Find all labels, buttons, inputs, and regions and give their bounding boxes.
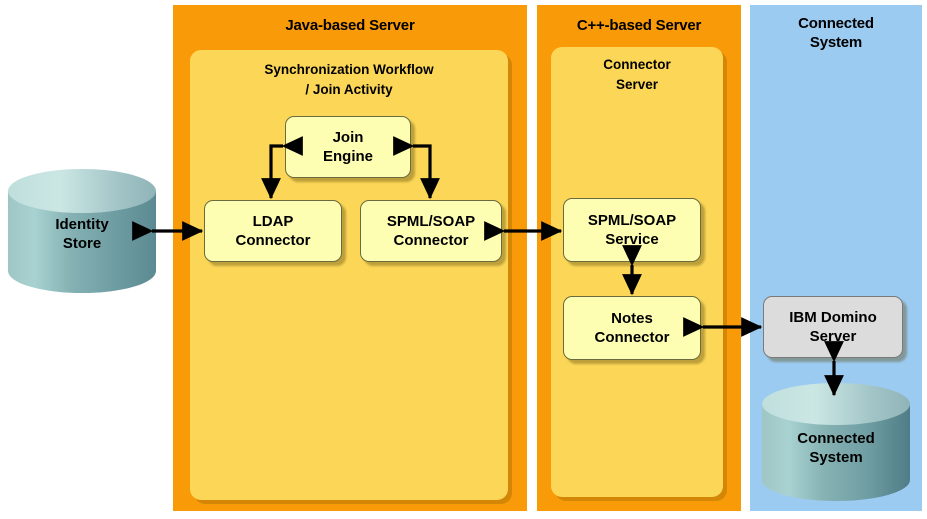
node-notes-connector-line2: Connector: [594, 329, 670, 346]
node-join-engine[interactable]: Join Engine: [285, 116, 411, 178]
node-spml-soap-connector[interactable]: SPML/SOAP Connector: [360, 200, 502, 262]
node-ibm-domino-server-line1: IBM Domino: [789, 309, 877, 326]
node-spml-soap-connector-line1: SPML/SOAP: [386, 213, 476, 230]
node-join-engine-line1: Join: [332, 129, 364, 146]
node-ldap-connector[interactable]: LDAP Connector: [204, 200, 342, 262]
node-join-engine-line2: Engine: [322, 148, 373, 165]
panel-cpp-based-server-title: C++-based Server: [576, 17, 702, 34]
node-ibm-domino-server-line2: Server: [809, 328, 857, 345]
node-spml-soap-connector-line2: Connector: [393, 232, 469, 249]
panel-connected-system-title-line2: System: [809, 34, 863, 51]
node-spml-soap-service-line2: Service: [605, 231, 659, 248]
node-ldap-connector-line2: Connector: [235, 232, 311, 249]
panel-java-based-server-title: Java-based Server: [285, 17, 415, 34]
node-spml-soap-service-line1: SPML/SOAP: [587, 212, 677, 229]
container-connector-server: Connector Server: [551, 47, 723, 497]
identity-store-cylinder: Identity Store: [6, 167, 158, 295]
node-notes-connector[interactable]: Notes Connector: [563, 296, 701, 360]
container-synchronization-workflow-label-line1: Synchronization Workflow: [264, 62, 434, 77]
node-spml-soap-service[interactable]: SPML/SOAP Service: [563, 198, 701, 262]
container-connector-server-label-line1: Connector: [603, 57, 671, 72]
container-synchronization-workflow-label-line2: / Join Activity: [305, 82, 393, 97]
node-notes-connector-line1: Notes: [611, 310, 653, 327]
node-ibm-domino-server[interactable]: IBM Domino Server: [763, 296, 903, 358]
node-ldap-connector-line1: LDAP: [252, 213, 294, 230]
container-connector-server-label-line2: Server: [615, 77, 659, 92]
connected-system-cylinder: Connected System: [760, 382, 912, 504]
panel-connected-system-title-line1: Connected: [798, 15, 874, 32]
